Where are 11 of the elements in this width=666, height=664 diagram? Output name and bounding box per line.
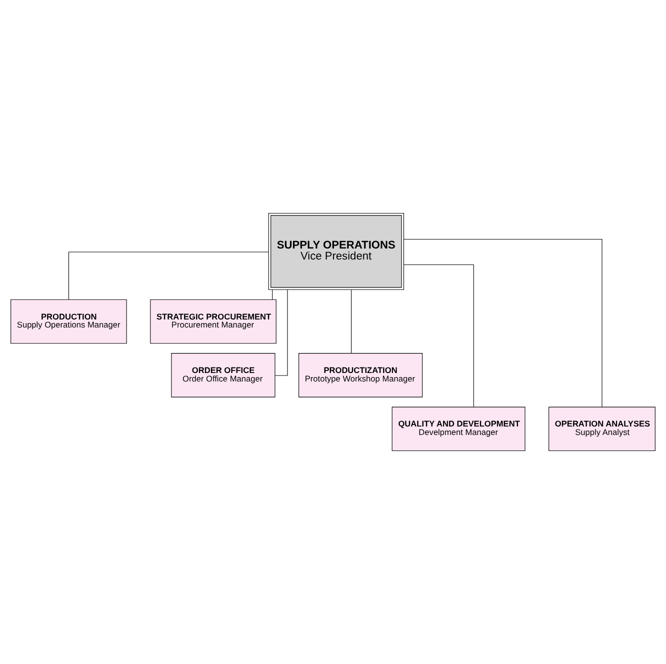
connector	[404, 238, 602, 408]
node-box: PRODUCTION Supply Operations Manager	[10, 299, 127, 344]
connector	[272, 289, 273, 300]
connector	[68, 252, 269, 300]
connector	[404, 264, 474, 408]
node-box: ORDER OFFICE Order Office Manager	[171, 353, 276, 398]
connector	[351, 289, 352, 354]
node-box: STRATEGIC PROCUREMENT Procurement Manager	[150, 299, 276, 344]
node-box: PRODUCTIZATION Prototype Workshop Manager	[298, 353, 423, 398]
node-box: OPERATION ANALYSES Supply Analyst	[548, 406, 656, 452]
node-box: QUALITY AND DEVELOPMENT Develpment Manager	[392, 406, 526, 452]
